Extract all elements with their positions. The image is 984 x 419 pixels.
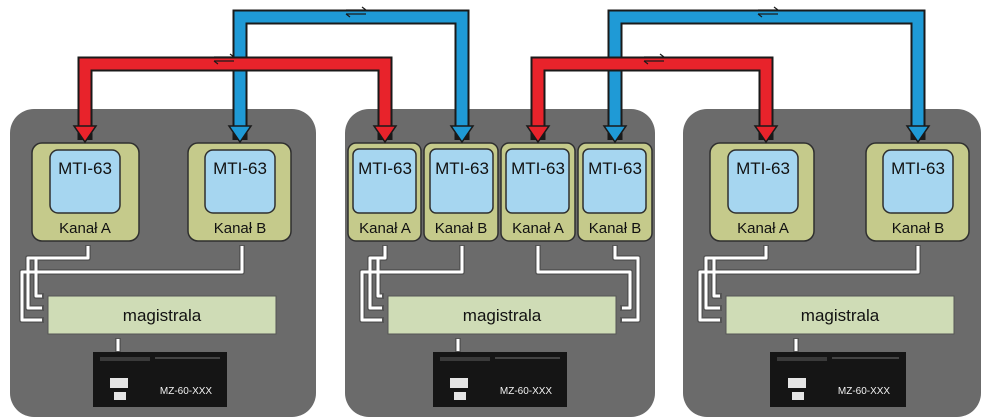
controller-p2: MZ-60-XXX [433,352,567,407]
module-p3-b-channel: Kanał B [892,220,945,237]
controller-p2-label: MZ-60-XXX [500,386,553,397]
module-p2-4-channel: Kanał B [589,220,642,237]
module-p3-a-device: MTI-63 [736,159,790,178]
module-p1-b: MTI-63 Kanał B [188,143,291,241]
module-p3-a-channel: Kanał A [737,220,789,237]
bus-p1: magistrala [48,296,276,334]
bus-p3-label: magistrala [801,306,880,325]
module-p2-3-channel: Kanał A [512,220,564,237]
module-p2-3: MTI-63 Kanał A [501,143,575,241]
module-p2-3-device: MTI-63 [511,159,565,178]
controller-p3: MZ-60-XXX [770,352,906,407]
module-p3-a: MTI-63 Kanał A [710,143,814,241]
module-p1-a-channel: Kanał A [59,220,111,237]
module-p2-1-channel: Kanał A [359,220,411,237]
module-p2-4: MTI-63 Kanał B [578,143,652,241]
controller-p1: MZ-60-XXX [93,352,227,407]
module-p2-2-channel: Kanał B [435,220,488,237]
module-p2-1: MTI-63 Kanał A [348,143,421,241]
module-p1-b-device: MTI-63 [213,159,267,178]
module-p3-b: MTI-63 Kanał B [866,143,969,241]
module-p2-4-device: MTI-63 [588,159,642,178]
module-p2-2-device: MTI-63 [435,159,489,178]
module-p2-2: MTI-63 Kanał B [424,143,498,241]
bus-p1-label: magistrala [123,306,202,325]
bus-p2: magistrala [388,296,616,334]
bus-p3: magistrala [726,296,954,334]
module-p1-b-channel: Kanał B [214,220,267,237]
module-p1-a: MTI-63 Kanał A [32,143,139,241]
controller-p1-label: MZ-60-XXX [160,386,213,397]
module-p3-b-device: MTI-63 [891,159,945,178]
module-p2-1-device: MTI-63 [358,159,412,178]
controller-p3-label: MZ-60-XXX [838,386,891,397]
bus-p2-label: magistrala [463,306,542,325]
module-p1-a-device: MTI-63 [58,159,112,178]
